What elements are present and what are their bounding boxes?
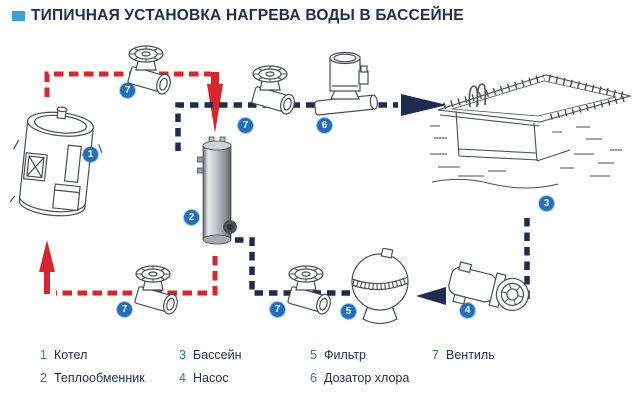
legend-label: Теплообменник: [54, 371, 145, 385]
filter-icon: [351, 248, 409, 325]
pool-icon: [430, 73, 633, 189]
legend-item-pump: 4 Насос: [177, 371, 308, 394]
page-title: ТИПИЧНАЯ УСТАНОВКА НАГРЕВА ВОДЫ В БАССЕЙ…: [12, 7, 464, 25]
valve-icon: [134, 265, 178, 315]
hot-supply-line: [44, 71, 211, 97]
hot-down-arrow: [207, 72, 223, 133]
hot-up-arrow-shaft: [44, 271, 50, 294]
legend-label: Фильтр: [324, 348, 366, 362]
pump-to-filter-arrow: [416, 287, 446, 305]
badge-boiler: 1: [83, 147, 98, 162]
legend: 1 Котел 2 Теплообменник 3 Бассейн 4 Насо…: [38, 348, 580, 394]
legend-label: Дозатор хлора: [324, 371, 410, 385]
legend-column: 1 Котел 2 Теплообменник: [38, 348, 177, 394]
legend-label: Насос: [193, 371, 229, 385]
legend-label: Бассейн: [193, 348, 242, 362]
pump-icon: [448, 261, 529, 312]
badge-valve: 7: [117, 302, 132, 317]
legend-item-heat-exchanger: 2 Теплообменник: [38, 371, 177, 394]
square-bullet-icon: [12, 11, 25, 21]
legend-item-pool: 3 Бассейн: [177, 348, 308, 371]
valve-icon: [127, 45, 171, 95]
legend-column: 3 Бассейн 4 Насос: [177, 348, 308, 394]
badge-pool: 3: [539, 196, 554, 211]
chlorine-doser-icon: [314, 51, 379, 116]
legend-item-valve: 7 Вентиль: [430, 348, 580, 371]
hot-up-arrow: [39, 240, 55, 272]
title-text: ТИПИЧНАЯ УСТАНОВКА НАГРЕВА ВОДЫ В БАССЕЙ…: [31, 7, 464, 24]
heat-exchanger-icon: [197, 136, 237, 245]
legend-item-chlorine-doser: 6 Дозатор хлора: [308, 371, 430, 394]
legend-number: 5: [310, 348, 317, 362]
badge-pump: 4: [460, 303, 475, 318]
legend-number: 2: [40, 371, 47, 385]
legend-number: 7: [432, 348, 439, 362]
legend-number: 3: [179, 348, 186, 362]
badge-heat-exchanger: 2: [184, 210, 199, 225]
badge-valve: 7: [270, 302, 285, 317]
legend-column: 7 Вентиль: [430, 348, 580, 394]
badge-valve: 7: [238, 118, 253, 133]
badge-chlorine-doser: 6: [317, 118, 332, 133]
boiler-icon: [10, 106, 102, 217]
legend-label: Котел: [54, 348, 88, 362]
legend-label: Вентиль: [446, 348, 495, 362]
legend-item-filter: 5 Фильтр: [308, 348, 430, 371]
legend-number: 6: [310, 371, 317, 385]
legend-number: 4: [179, 371, 186, 385]
legend-column: 5 Фильтр 6 Дозатор хлора: [308, 348, 430, 394]
legend-number: 1: [40, 348, 47, 362]
badge-valve: 7: [120, 83, 135, 98]
to-pool-arrow: [401, 94, 447, 116]
valve-icon: [251, 65, 295, 115]
valve-icon: [287, 265, 331, 315]
legend-item-boiler: 1 Котел: [38, 348, 177, 371]
hot-return-line: [56, 256, 218, 296]
badge-filter: 5: [341, 304, 356, 319]
